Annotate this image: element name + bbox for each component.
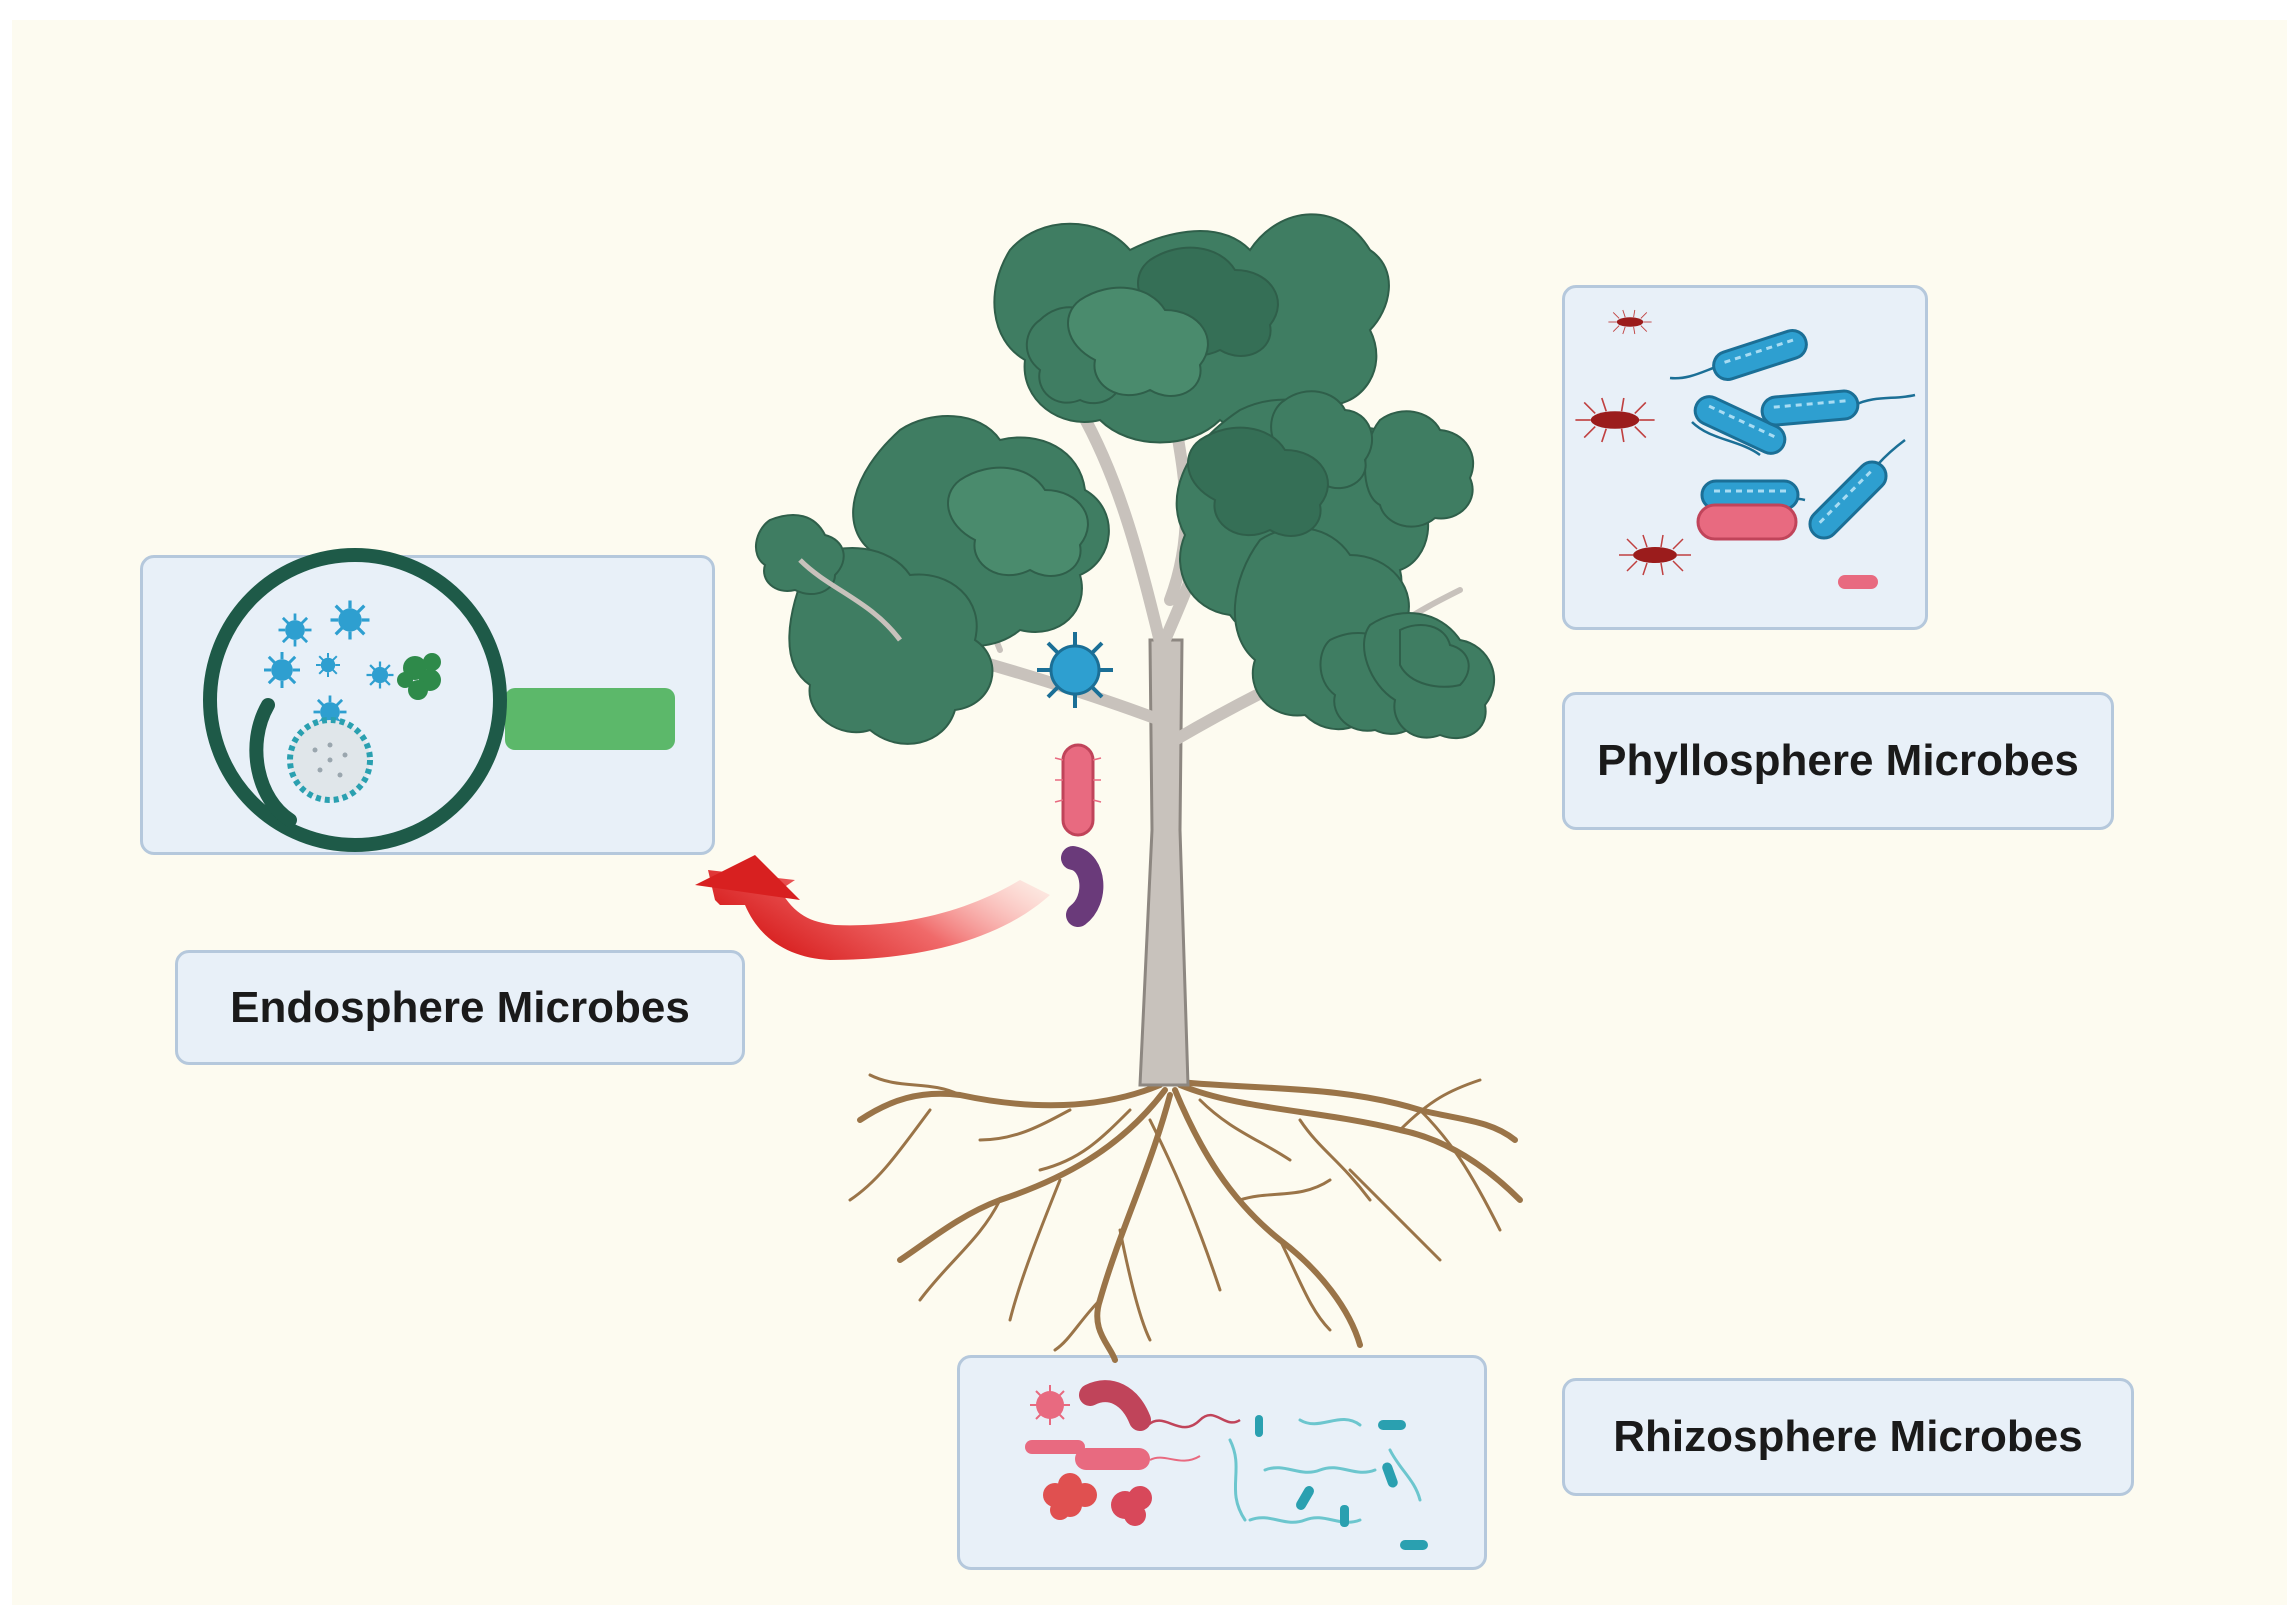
- bacteria-icon: [1054, 743, 1102, 837]
- rhizosphere-microbes-cluster: [1025, 1380, 1428, 1550]
- phyllosphere-label-box: Phyllosphere Microbes: [1562, 692, 2114, 830]
- curved-arrow-icon: [695, 855, 1050, 960]
- magnifier-icon: [203, 548, 675, 852]
- tree-roots: [848, 1073, 1523, 1363]
- tree-foliage: [755, 213, 1495, 745]
- vibrio-bacteria-icon: [1061, 846, 1104, 927]
- phyllosphere-label: Phyllosphere Microbes: [1597, 736, 2079, 785]
- phyllosphere-bacteria-cluster: [1574, 309, 1916, 589]
- rhizosphere-label-box: Rhizosphere Microbes: [1562, 1378, 2134, 1496]
- virus-icon: [1037, 632, 1113, 708]
- endosphere-label: Endosphere Microbes: [230, 982, 690, 1032]
- tree-branch-left: [798, 558, 902, 642]
- rhizosphere-label: Rhizosphere Microbes: [1613, 1412, 2083, 1461]
- phyllosphere-image-panel: [1562, 285, 1928, 630]
- endosphere-label-box: Endosphere Microbes: [175, 950, 745, 1065]
